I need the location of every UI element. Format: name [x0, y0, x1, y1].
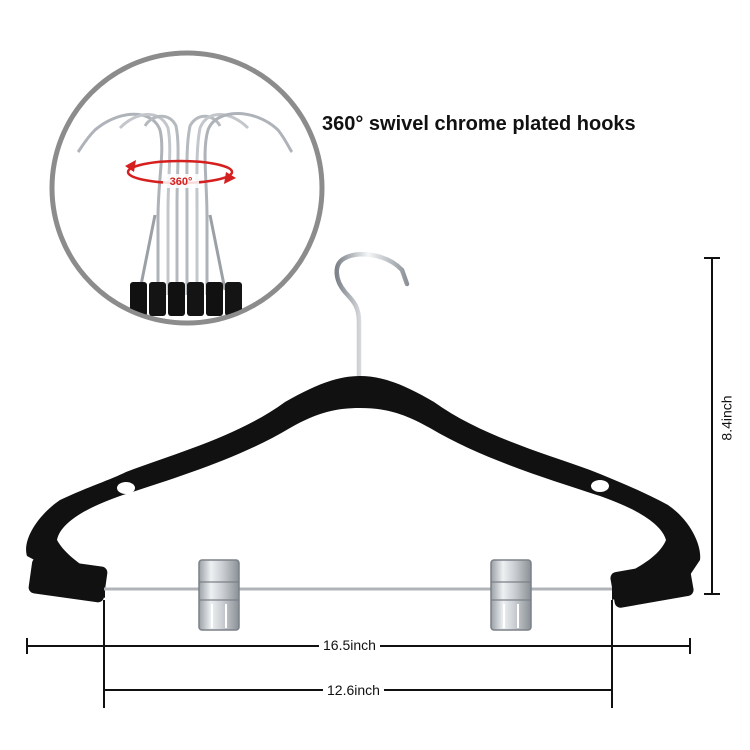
velvet-cap — [149, 282, 166, 316]
shoulder-notch — [591, 480, 609, 492]
velvet-cap — [130, 282, 147, 316]
feature-callout: 360° swivel chrome plated hooks — [322, 113, 636, 135]
swivel-badge: 360° — [170, 176, 193, 188]
velvet-cap — [168, 282, 185, 316]
velvet-cap — [187, 282, 204, 316]
hook-stem — [138, 214, 157, 291]
hook-wire — [203, 112, 294, 295]
right-clip — [490, 559, 532, 631]
swivel-detail-lens: 360° — [49, 50, 325, 326]
velvet-cap — [225, 282, 242, 316]
right-end-cap — [610, 560, 694, 608]
height-label: 8.4inch — [718, 389, 735, 447]
left-clip — [198, 559, 240, 631]
rotation-arrow-icon: 360° — [125, 159, 236, 188]
velvet-cap — [206, 282, 223, 316]
hook-wire — [195, 113, 250, 295]
hanger — [26, 251, 701, 631]
bar-width-label: 12.6inch — [323, 682, 384, 698]
overall-width-label: 16.5inch — [319, 637, 380, 653]
hook-wire — [118, 113, 172, 295]
shoulder-notch — [117, 482, 135, 494]
left-end-cap — [28, 557, 108, 603]
hook-stem — [208, 214, 227, 291]
chrome-hook — [334, 251, 410, 386]
